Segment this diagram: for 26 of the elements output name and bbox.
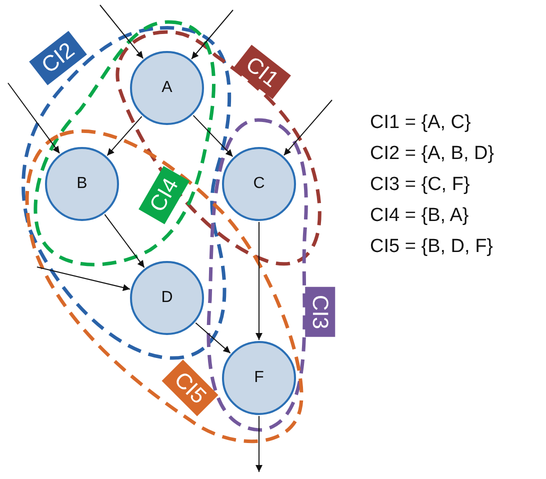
arrow (100, 4, 144, 59)
set-tag: CI3 (305, 286, 336, 338)
arrow (195, 322, 231, 354)
arrow (36, 266, 131, 291)
arrow (256, 416, 262, 472)
node-circle: B (45, 147, 119, 221)
set-definition: CI3 = {C, F} (370, 174, 470, 196)
node-circle: A (130, 51, 204, 125)
node-circle: D (130, 261, 204, 335)
set-tag: CI5 (162, 360, 218, 416)
arrow (8, 82, 60, 154)
set-definition: CI2 = {A, B, D} (370, 143, 494, 165)
set-definition: CI4 = {B, A} (370, 205, 469, 227)
set-definition: CI5 = {B, D, F} (370, 236, 494, 258)
arrow (104, 214, 145, 268)
node-circle: F (222, 341, 296, 415)
set-tag: CI4 (138, 166, 190, 224)
set-tag: CI1 (233, 44, 292, 100)
arrow (106, 116, 142, 156)
arrow (283, 100, 332, 156)
arrow (191, 10, 234, 60)
set-definition: CI1 = {A, C} (370, 112, 471, 134)
arrow (256, 222, 262, 340)
arrow (192, 114, 234, 158)
node-circle: C (222, 147, 296, 221)
set-tag: CI2 (29, 30, 88, 86)
